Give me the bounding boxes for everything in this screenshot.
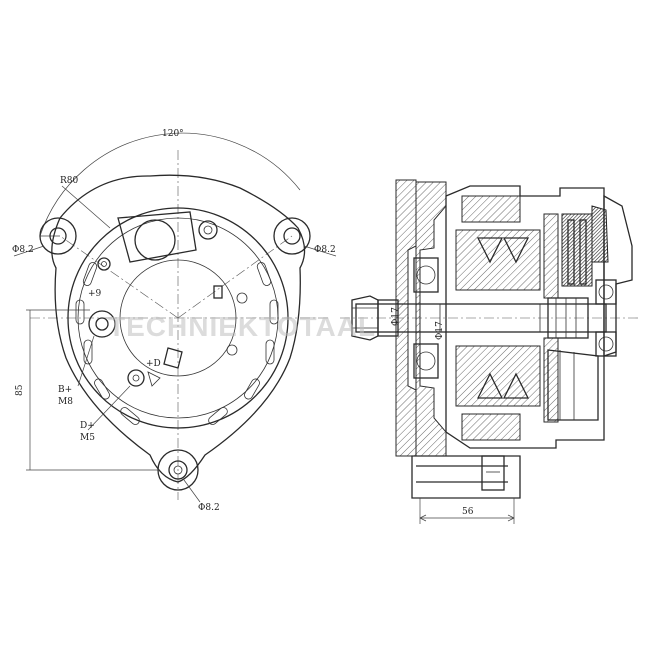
- drive-end-housing: [415, 181, 447, 457]
- stator-top: [461, 195, 521, 223]
- bottom-mount-hole: [168, 460, 188, 480]
- angle-label: 120°: [162, 129, 184, 139]
- right-mount-hole: [283, 227, 301, 245]
- b-plus-label: B+: [58, 385, 72, 395]
- mount-radius-label: R80: [60, 176, 79, 186]
- front-view: [13, 132, 337, 503]
- shaft-dia-label: Φ17: [391, 307, 401, 326]
- top-boss: [134, 219, 176, 261]
- slip-rings: [547, 297, 589, 339]
- front-bearing: [413, 257, 439, 293]
- height-dimension-label: 85: [15, 384, 25, 396]
- rotor-pole-top: [455, 229, 541, 291]
- brush-holder: [561, 213, 593, 287]
- left-mount-hole: [49, 227, 67, 245]
- rotor-pole-bottom: [455, 345, 541, 407]
- right-mount-lug: [273, 217, 311, 255]
- watermark: TECHNIEKTOTAAL: [108, 311, 376, 342]
- d-plus-thread-label: M5: [80, 433, 95, 443]
- stator-bottom: [461, 413, 521, 441]
- width-dimension-label: 56: [462, 507, 474, 517]
- d-plus-terminal: [127, 369, 145, 387]
- positive-terminal: [88, 310, 116, 338]
- left-hole-label: Φ8.2: [12, 245, 34, 255]
- plus-d-label: +D: [146, 359, 161, 369]
- positive-label: +9: [88, 289, 102, 299]
- d-plus-label: D+: [80, 421, 95, 431]
- rear-cover: [603, 194, 633, 357]
- right-hole-label: Φ8.2: [314, 245, 336, 255]
- left-mount-lug: [39, 217, 77, 255]
- housing-outline: [51, 174, 306, 483]
- vent-slots: [75, 262, 279, 425]
- angle-arc: [39, 132, 301, 237]
- bottom-hole-label: Φ8.2: [198, 503, 220, 513]
- b-plus-thread-label: M8: [58, 397, 73, 407]
- bearing-dia-label: Φ17: [435, 321, 445, 340]
- section-view: [340, 179, 640, 524]
- stator-housing: [445, 185, 605, 449]
- rotor-shaft: [355, 303, 607, 333]
